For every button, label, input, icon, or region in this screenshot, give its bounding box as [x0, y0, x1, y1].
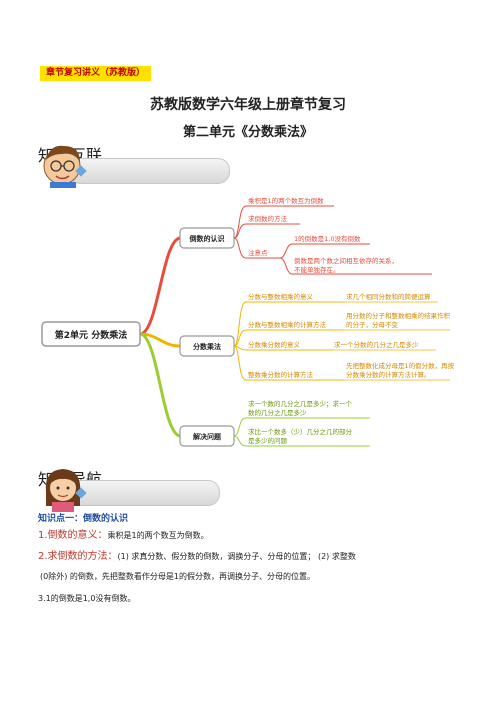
p1-text: 乘积是1的两个数互为倒数。: [107, 531, 209, 540]
paragraph-2: 2.求倒数的方法：(1) 求真分数、假分数的倒数，调换分子、分母的位置； (2)…: [38, 549, 356, 565]
knowledge-point-title: 知识点一：倒数的认识: [38, 514, 129, 524]
mindmap-root-box: [41, 321, 141, 347]
mult-item-4: 整数乘分数的计算方法: [248, 370, 314, 379]
boy-avatar-icon: [43, 145, 81, 188]
reciprocal-method: 求倒数的方法: [248, 214, 288, 223]
mult-desc-4a: 先把整数化成分母是1的假分数，再按: [346, 361, 455, 370]
branch-label-reciprocal: 倒数的认识: [189, 234, 225, 243]
problem-2a: 求比一个数多（少）几分之几的部分: [248, 427, 353, 436]
mult-desc-2a: 用分数的分子和整数相乘的结果作积: [346, 311, 451, 320]
girl-avatar-icon: [45, 469, 81, 512]
mult-desc-4b: 分数乘分数的计算方法计算。: [346, 370, 431, 379]
paragraph-1: 1.倒数的意义：乘积是1的两个数互为倒数。: [38, 528, 209, 544]
p2-label: 2.求倒数的方法：: [38, 551, 118, 562]
paragraph-3: 3.1的倒数是1,0没有倒数。: [38, 594, 136, 603]
p1-label: 1.倒数的意义：: [38, 530, 108, 541]
mult-item-1: 分数与整数相乘的意义: [248, 292, 314, 301]
mult-desc-2b: 的分子，分母不变: [346, 320, 399, 329]
mult-item-3: 分数乘分数的意义: [248, 340, 301, 349]
branch-label-multiplication: 分数乘法: [193, 342, 221, 351]
section-banner-guide: 知识导航: [38, 466, 238, 512]
mindmap-root-label: 第2单元 分数乘法: [55, 329, 127, 341]
problem-1b: 数的几分之几是多少: [248, 408, 307, 417]
diamond-icon: [75, 165, 87, 177]
p2-text: (1) 求真分数、假分数的倒数，调换分子、分母的位置； (2) 求整数: [117, 552, 356, 561]
mult-desc-3: 求一个分数的几分之几是多少: [334, 340, 419, 349]
mult-item-2: 分数与整数相乘的计算方法: [248, 320, 327, 329]
chapter-tag: 章节复习讲义（苏教版）: [40, 66, 152, 81]
problem-1a: 求一个数的几分之几是多少；求一个: [248, 399, 353, 408]
reciprocal-notes: 注意点: [248, 248, 268, 257]
reciprocal-note-2: 倒数是两个数之间相互依存的关系，: [294, 256, 398, 265]
reciprocal-note-3: 不能单独存在。: [294, 265, 340, 274]
problem-2b: 是多少的问题: [248, 436, 288, 445]
section-banner-network: 知识互联: [38, 142, 238, 188]
branch-label-problems: 解决问题: [193, 432, 222, 441]
reciprocal-note-1: 1的倒数是1,0没有倒数: [294, 234, 361, 243]
mind-map: 第2单元 分数乘法 倒数的认识 乘积是1的两个数互为倒数 求倒数的方法 注意点 …: [41, 196, 455, 447]
page-subtitle: 第二单元《分数乘法》: [182, 125, 313, 140]
diamond-icon: [75, 487, 87, 499]
reciprocal-definition: 乘积是1的两个数互为倒数: [248, 196, 324, 205]
mult-desc-1: 求几个相同分数和的简便运算: [346, 292, 431, 301]
paragraph-2-cont: (0除外) 的倒数，先把整数看作分母是1的假分数，再调换分子、分母的位置。: [40, 572, 315, 581]
page-title: 苏教版数学六年级上册章节复习: [150, 97, 346, 113]
